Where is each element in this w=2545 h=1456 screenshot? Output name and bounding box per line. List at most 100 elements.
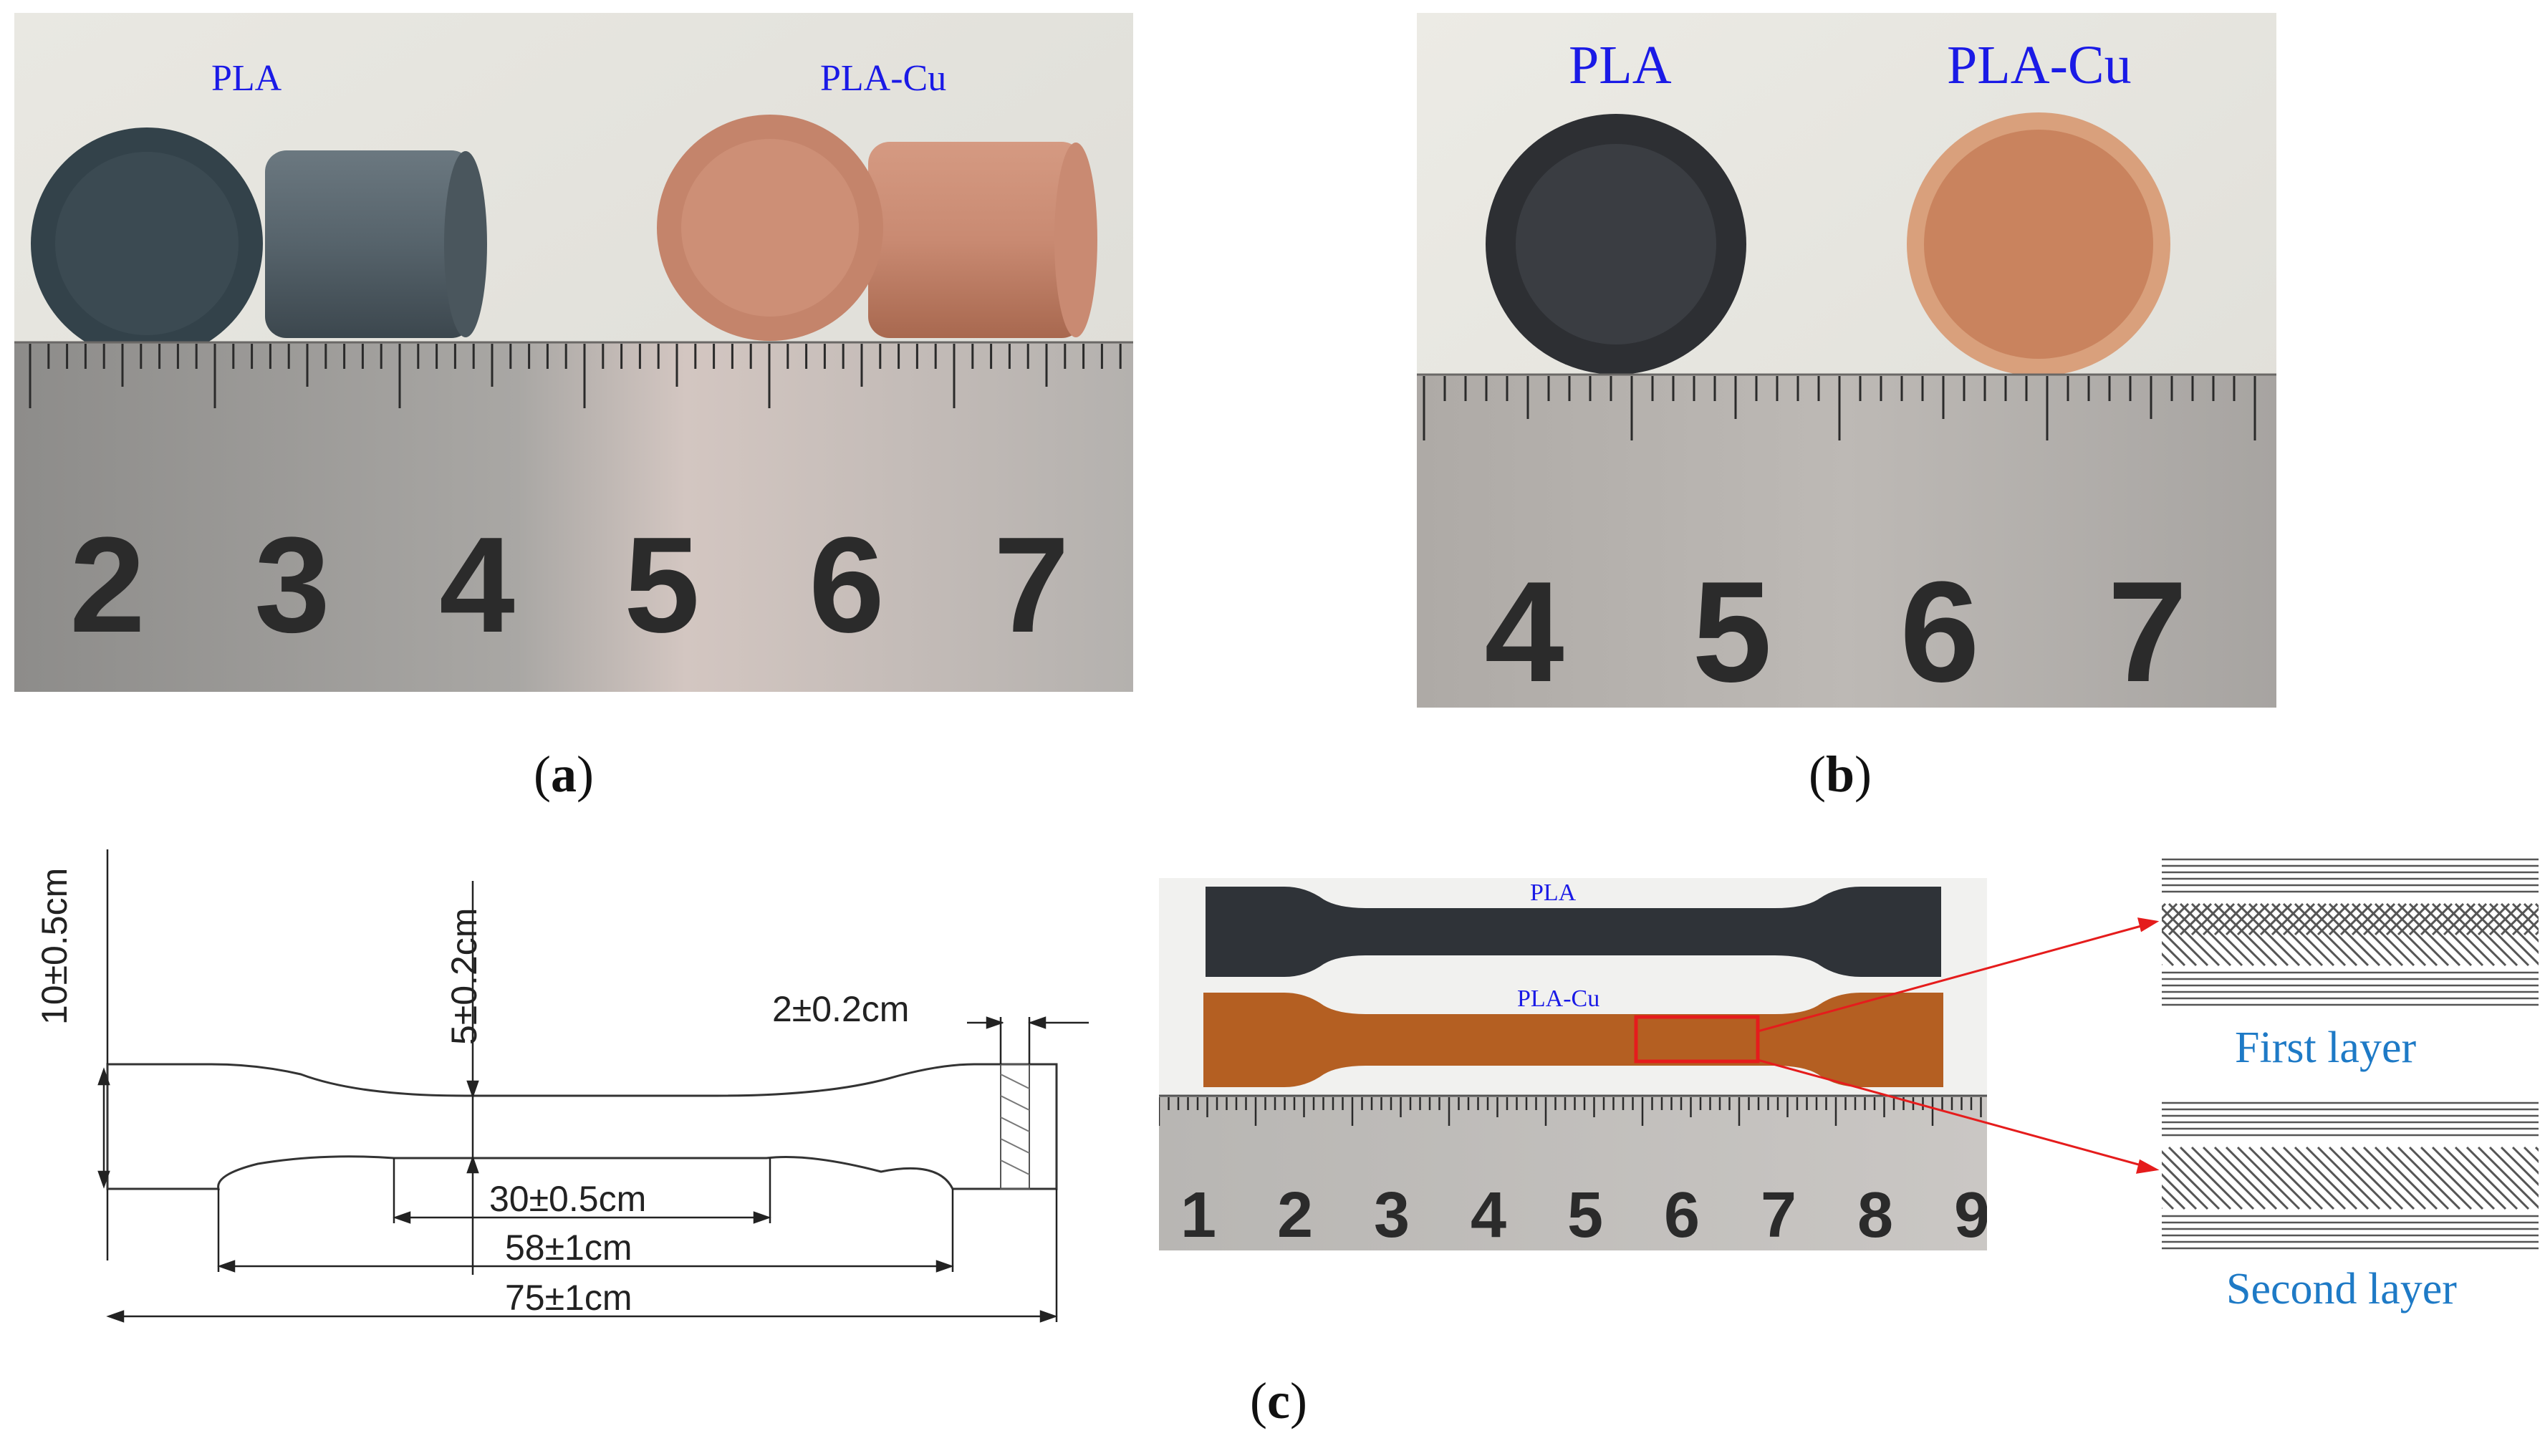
layer-raster-line — [2351, 902, 2385, 936]
layer-raster-line — [2454, 902, 2488, 936]
dim-grip-width: 2±0.2cm — [772, 989, 910, 1029]
layer-raster-line — [2162, 1172, 2198, 1210]
ruler-number: 7 — [994, 509, 1069, 661]
dim-gauge-length: 30±0.5cm — [489, 1179, 647, 1219]
panel-b-photo — [1417, 13, 2276, 708]
layer-raster-line — [2454, 1146, 2518, 1210]
layer-raster-line — [2408, 1146, 2473, 1210]
panel-b-label-pla-cu: PLA-Cu — [1947, 35, 2132, 95]
ruler-number: 4 — [439, 509, 515, 661]
layer-raster-line — [2339, 902, 2373, 936]
layer-raster-line — [2385, 1146, 2450, 1210]
layer-raster-line — [2236, 1146, 2301, 1210]
ruler-number: 1 — [1180, 1180, 1217, 1250]
panel-a-photo — [14, 13, 1133, 692]
pla-specimen — [1206, 887, 1941, 977]
layer-raster-line — [2225, 902, 2258, 936]
ruler-number: 6 — [1663, 1180, 1700, 1250]
ruler-number: 3 — [1373, 1180, 1410, 1250]
layer-raster-line — [2190, 1146, 2255, 1210]
layer-raster-line — [2162, 929, 2198, 967]
first-layer-diagram — [2162, 852, 2539, 1017]
layer-raster-line — [2162, 1161, 2209, 1210]
photo-label-pla-cu: PLA-Cu — [1517, 985, 1600, 1012]
dim-height: 10±0.5cm — [34, 867, 74, 1025]
layer-raster-line — [2408, 902, 2442, 936]
layer-raster-line — [2465, 902, 2499, 936]
ruler-number: 2 — [69, 509, 145, 661]
layer-raster-line — [2374, 902, 2407, 936]
ruler-number: 3 — [254, 509, 330, 661]
pla-cu-disk — [1907, 112, 2170, 376]
layer-raster-line — [2420, 1146, 2484, 1210]
pla-cu-cylinder-top — [657, 115, 883, 341]
layer-raster-line — [2282, 902, 2316, 936]
layer-raster-line — [2431, 1146, 2496, 1210]
pla-cylinder-side — [265, 150, 487, 338]
layer-raster-line — [2305, 902, 2339, 936]
layer-raster-line — [2339, 1146, 2404, 1210]
layer-raster-line — [2500, 902, 2534, 936]
ruler-a — [14, 341, 1133, 692]
layer-raster-line — [2328, 902, 2362, 936]
layer-raster-line — [2294, 902, 2327, 936]
layer-raster-line — [2248, 902, 2281, 936]
pla-disk — [1486, 114, 1746, 375]
layer-raster-line — [2202, 1146, 2266, 1210]
layer-raster-line — [2162, 1149, 2221, 1210]
panel-a-label-pla: PLA — [211, 58, 282, 99]
second-layer-label: Second layer — [2226, 1265, 2457, 1313]
layer-raster-line — [2168, 1146, 2232, 1210]
layer-raster-line — [2397, 1146, 2461, 1210]
layer-raster-line — [2162, 1195, 2175, 1210]
layer-raster-line — [2317, 1146, 2381, 1210]
layer-raster-line — [2305, 1146, 2370, 1210]
ruler-number: 2 — [1276, 1180, 1314, 1250]
layer-raster-line — [2431, 902, 2465, 936]
layer-raster-line — [2443, 902, 2476, 936]
grip-hatch — [1000, 1064, 1030, 1190]
layer-raster-line — [2162, 902, 2190, 932]
dim-total-length: 75±1cm — [505, 1278, 632, 1318]
layer-raster-line — [2328, 1146, 2392, 1210]
ruler-number: 7 — [2107, 552, 2188, 708]
specimen-outline — [106, 1063, 1058, 1190]
layer-raster-line — [2385, 902, 2419, 936]
layer-raster-line — [2351, 1146, 2415, 1210]
layer-raster-line — [2162, 902, 2178, 921]
layer-raster-line — [2294, 1146, 2358, 1210]
caption-c: (c) — [1250, 1372, 1307, 1430]
layer-raster-line — [2190, 902, 2224, 936]
second-layer-diagram — [2162, 1096, 2539, 1260]
dim-neck-width: 5±0.2cm — [444, 907, 484, 1045]
layer-raster-line — [2511, 907, 2539, 936]
ruler-number: 9 — [1953, 1180, 1987, 1250]
layer-raster-line — [2213, 1146, 2278, 1210]
layer-raster-line — [2511, 1146, 2539, 1175]
layer-raster-line — [2248, 1146, 2312, 1210]
layer-raster-line — [2236, 902, 2270, 936]
layer-raster-line — [2179, 1146, 2243, 1210]
layer-raster-line — [2534, 1146, 2539, 1152]
pla-cylinder-top — [31, 127, 263, 360]
layer-raster-line — [2488, 1146, 2539, 1198]
layer-raster-line — [2282, 1146, 2347, 1210]
layer-raster-line — [2168, 902, 2201, 936]
layer-raster-line — [2271, 902, 2304, 936]
layer-raster-line — [2162, 940, 2186, 967]
layer-raster-line — [2259, 1146, 2324, 1210]
layer-raster-line — [2162, 917, 2209, 967]
panel-a-label-pla-cu: PLA-Cu — [820, 58, 947, 99]
layer-raster-line — [2523, 1146, 2539, 1164]
ruler-b — [1417, 373, 2276, 708]
ruler-number: 5 — [624, 509, 700, 661]
layer-raster-line — [2465, 1146, 2530, 1210]
pla-cu-cylinder-side — [868, 142, 1097, 338]
layer-raster-line — [2317, 902, 2350, 936]
ruler-number: 7 — [1760, 1180, 1797, 1250]
layer-raster-line — [2477, 902, 2511, 936]
layer-raster-line — [2523, 918, 2539, 936]
layer-raster-line — [2420, 902, 2453, 936]
